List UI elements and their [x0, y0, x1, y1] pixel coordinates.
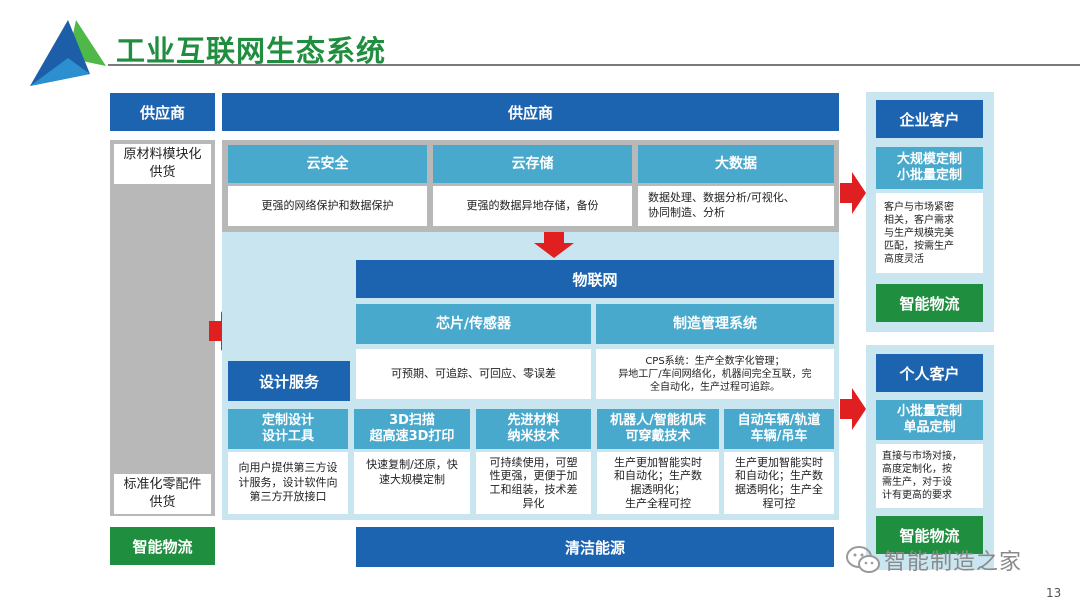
- title-underline: [108, 64, 1080, 66]
- cloud-storage-title: 云存储: [433, 145, 632, 183]
- enterprise-desc: 客户与市场紧密 相关，客户需求 与生产规模完美 匹配，按需生产 高度灵活: [876, 193, 983, 273]
- raw-material-box: 原材料模块化 供货: [114, 144, 211, 184]
- 3d-print-desc: 快速复制/还原，快 速大规模定制: [354, 452, 470, 514]
- slide-title: 工业互联网生态系统: [116, 34, 387, 68]
- enterprise-sub: 大规模定制 小批量定制: [876, 147, 983, 189]
- cloud-security-desc: 更强的网络保护和数据保护: [228, 186, 427, 226]
- iot-header: 物联网: [356, 260, 834, 298]
- enterprise-logistics: 智能物流: [876, 284, 983, 322]
- logo-triangles: [30, 20, 106, 86]
- left-gray-panel: [110, 140, 215, 516]
- chips-sensors-desc: 可预期、可追踪、可回应、零误差: [356, 349, 591, 399]
- arrow-right-icon: [840, 172, 866, 214]
- personal-logistics: 智能物流: [876, 516, 983, 554]
- left-supplier-header: 供应商: [110, 93, 215, 131]
- advanced-materials-title: 先进材料 纳米技术: [476, 409, 591, 449]
- personal-sub: 小批量定制 单品定制: [876, 400, 983, 440]
- enterprise-header: 企业客户: [876, 100, 983, 138]
- center-supplier-header: 供应商: [222, 93, 839, 131]
- personal-header: 个人客户: [876, 354, 983, 392]
- robots-desc: 生产更加智能实时 和自动化；生产数 据透明化； 生产全程可控: [597, 452, 719, 514]
- cloud-storage-desc: 更强的数据异地存储，备份: [433, 186, 632, 226]
- arrow-right-icon: [840, 388, 866, 430]
- arrow-down-icon: [534, 232, 574, 258]
- personal-desc: 直接与市场对接， 高度定制化，按 需生产，对于设 计有更高的要求: [876, 444, 983, 508]
- chips-sensors-title: 芯片/传感器: [356, 304, 591, 344]
- cloud-security-title: 云安全: [228, 145, 427, 183]
- watermark-text: 智能制造之家: [884, 550, 1023, 575]
- watermark: 智能制造之家: [846, 544, 1022, 576]
- mes-title: 制造管理系统: [596, 304, 834, 344]
- mes-desc: CPS系统：生产全数字化管理； 异地工厂/车间网络化，机器间完全互联，完 全自动…: [596, 349, 834, 399]
- big-data-desc: 数据处理、数据分析/可视化、 协同制造、分析: [638, 186, 834, 226]
- page-number: 13: [1046, 586, 1062, 600]
- design-service-box: 设计服务: [228, 361, 350, 401]
- autonomous-vehicles-title: 自动车辆/轨道 车辆/吊车: [724, 409, 834, 449]
- left-logistics-box: 智能物流: [110, 527, 215, 565]
- robots-title: 机器人/智能机床 可穿戴技术: [597, 409, 719, 449]
- autonomous-vehicles-desc: 生产更加智能实时 和自动化；生产数 据透明化；生产全 程可控: [724, 452, 834, 514]
- clean-energy-bar: 清洁能源: [356, 527, 834, 567]
- standard-parts-box: 标准化零配件 供货: [114, 474, 211, 514]
- advanced-materials-desc: 可持续使用，可塑 性更强，更便于加 工和组装，技术差 异化: [476, 452, 591, 514]
- big-data-title: 大数据: [638, 145, 834, 183]
- wechat-icon: [846, 546, 880, 573]
- custom-design-title: 定制设计 设计工具: [228, 409, 348, 449]
- custom-design-desc: 向用户提供第三方设 计服务，设计软件向 第三方开放接口: [228, 452, 348, 514]
- 3d-print-title: 3D扫描 超高速3D打印: [354, 409, 470, 449]
